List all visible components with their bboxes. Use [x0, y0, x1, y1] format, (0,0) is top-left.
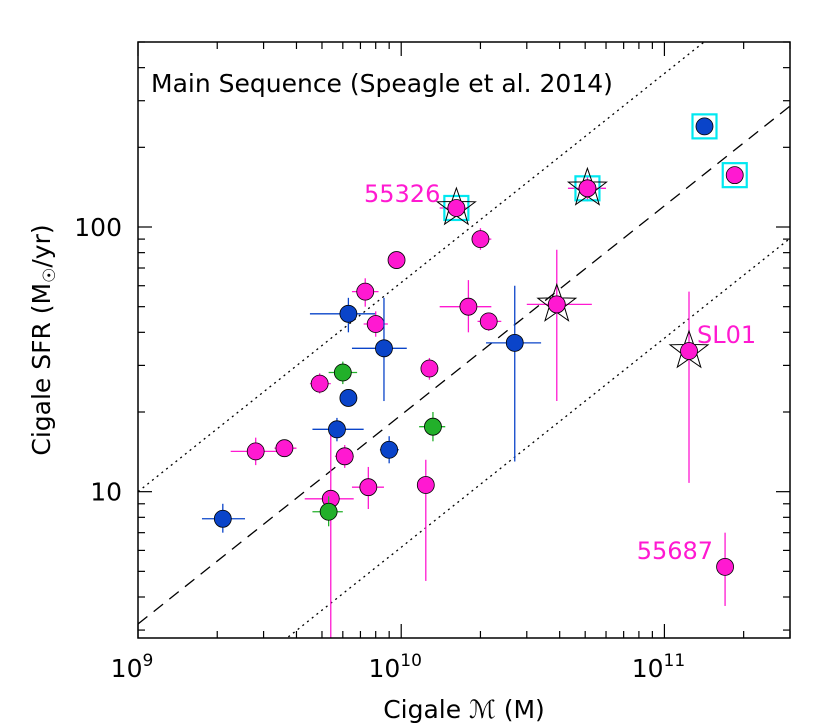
data-point	[526, 249, 592, 402]
point-marker	[339, 304, 358, 323]
data-point	[477, 312, 502, 331]
point-marker	[359, 478, 378, 497]
data-point	[334, 445, 354, 468]
point-marker	[725, 166, 744, 185]
point-marker	[335, 447, 354, 466]
x-axis-title: Cigale ℳ (M)	[383, 695, 545, 724]
point-marker	[246, 442, 265, 461]
highlight-square	[443, 194, 470, 222]
data-point	[230, 437, 278, 466]
data-point	[312, 496, 343, 527]
data-point	[435, 186, 477, 226]
point-label: SL01	[697, 321, 756, 349]
data-point	[387, 251, 406, 269]
point-marker	[333, 363, 352, 382]
data-point	[566, 166, 608, 206]
point-marker	[380, 440, 399, 459]
main-sequence-upper-line	[138, 42, 706, 493]
sun-symbol: ☉	[40, 268, 60, 283]
data-point	[309, 297, 376, 333]
point-marker	[328, 420, 346, 439]
point-label: 55326	[364, 180, 440, 208]
point-marker	[375, 339, 393, 358]
data-point	[201, 503, 246, 533]
point-marker	[459, 297, 478, 316]
plot-frame	[137, 41, 791, 639]
data-points	[201, 113, 748, 638]
point-marker	[275, 439, 294, 458]
x-tick-label: 1011	[632, 651, 685, 683]
data-point	[274, 439, 297, 458]
point-marker	[471, 230, 490, 249]
point-label: 55687	[637, 537, 713, 565]
x-tick-label: 1010	[368, 651, 421, 683]
axis-ticks: 109 1010 1011 10 100	[74, 41, 791, 683]
data-point	[309, 373, 331, 394]
point-marker	[420, 359, 439, 378]
point-marker	[356, 282, 375, 301]
point-marker	[424, 417, 442, 436]
point-marker	[366, 315, 385, 333]
data-point	[721, 162, 748, 189]
point-marker	[695, 117, 714, 136]
data-point	[351, 278, 379, 307]
highlight-square	[721, 162, 748, 189]
point-marker	[479, 312, 498, 331]
data-point	[416, 459, 435, 581]
y-tick-label: 10	[90, 478, 122, 507]
main-sequence-lines	[138, 42, 790, 638]
data-point	[379, 436, 399, 464]
point-marker	[310, 374, 329, 393]
data-point	[486, 285, 542, 462]
point-marker	[339, 389, 358, 407]
point-marker	[213, 509, 232, 528]
data-point	[351, 297, 407, 402]
data-point	[471, 228, 492, 250]
data-point	[419, 412, 446, 442]
y-axis-title: Cigale SFR (M☉/yr)	[27, 224, 60, 455]
point-marker	[680, 342, 698, 360]
data-point	[420, 357, 439, 380]
data-point	[312, 417, 364, 442]
point-marker	[547, 295, 566, 314]
data-point	[668, 291, 710, 483]
x-tick-label: 109	[111, 651, 154, 683]
highlight-square	[691, 113, 718, 140]
point-marker	[387, 251, 406, 269]
data-point	[716, 532, 734, 606]
point-marker	[416, 476, 435, 494]
point-marker	[447, 199, 466, 217]
point-marker	[319, 502, 338, 521]
point-marker	[505, 333, 524, 352]
data-point	[439, 280, 492, 333]
data-point	[351, 466, 384, 510]
point-marker	[578, 179, 597, 198]
point-marker	[716, 557, 734, 576]
data-point	[328, 361, 358, 385]
data-point	[339, 389, 358, 407]
highlight-square	[574, 175, 601, 202]
data-point	[691, 113, 718, 140]
y-tick-label: 100	[74, 213, 122, 242]
main-sequence-annotation: Main Sequence (Speagle et al. 2014)	[151, 69, 613, 98]
